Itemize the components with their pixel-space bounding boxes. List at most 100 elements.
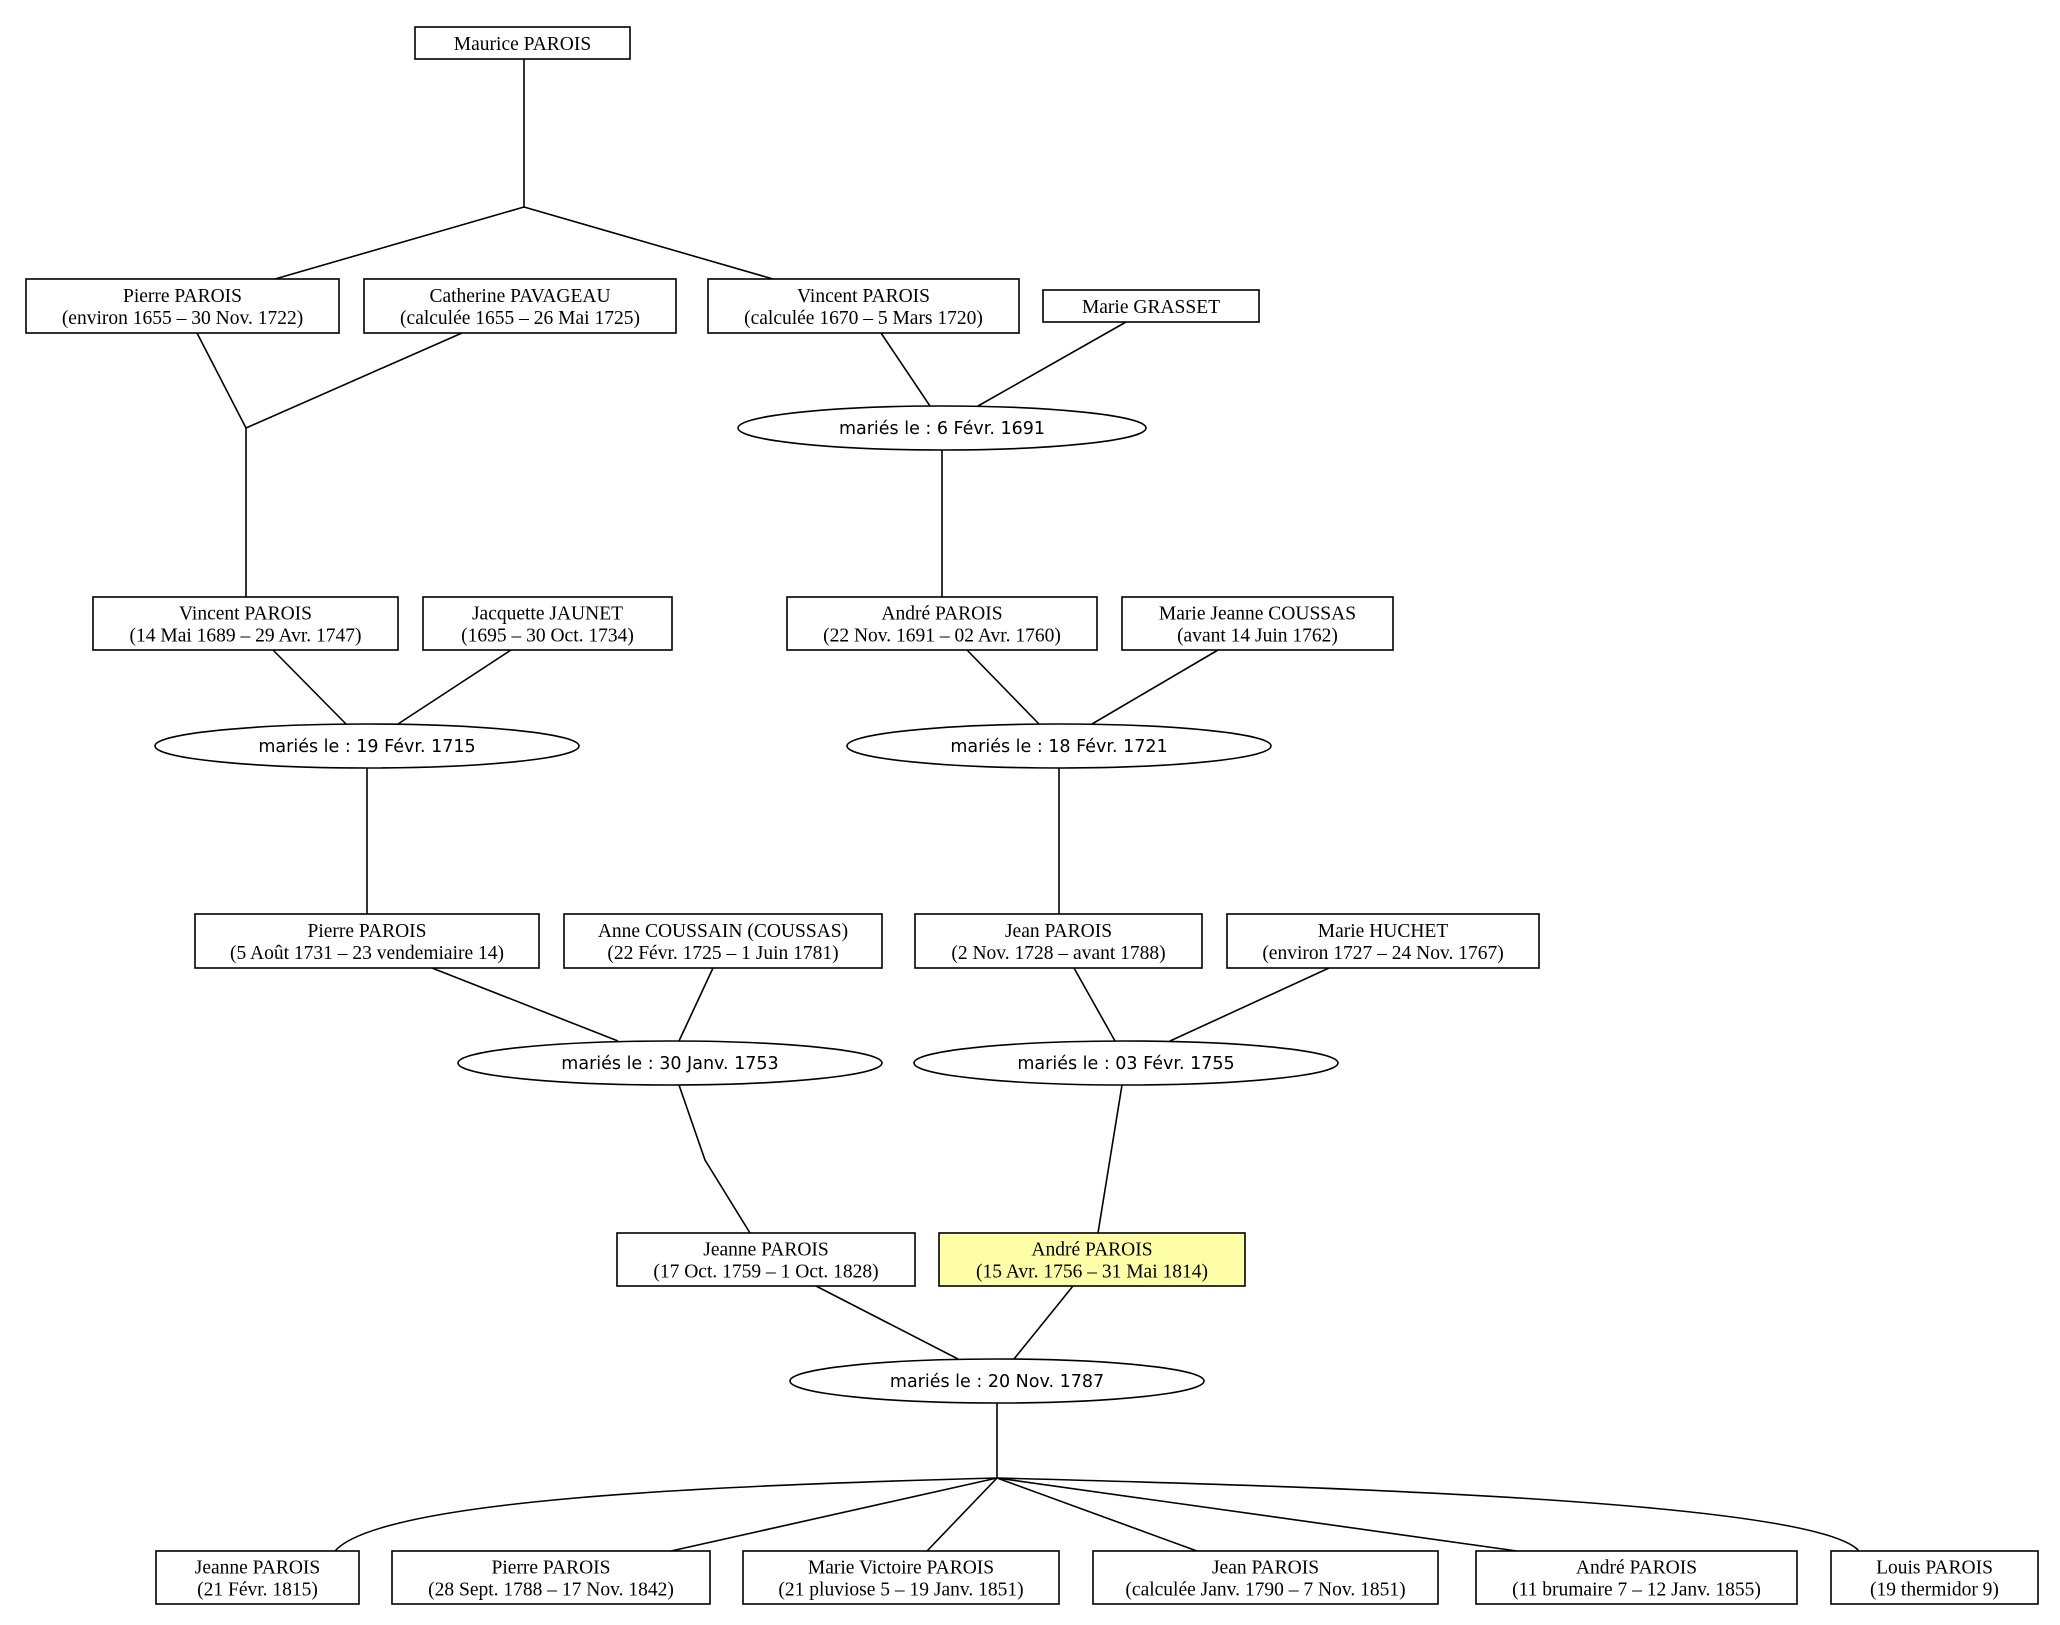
- person-dates: (2 Nov. 1728 – avant 1788): [951, 943, 1165, 964]
- person-name: Louis PAROIS: [1876, 1558, 1993, 1579]
- person-name: Marie Jeanne COUSSAS: [1159, 604, 1356, 625]
- connector-line: [1169, 967, 1330, 1042]
- person-box-jeanne2[interactable]: Jeanne PAROIS(21 Févr. 1815): [155, 1550, 360, 1605]
- marriage-node-m1691[interactable]: mariés le : 6 Févr. 1691: [737, 405, 1147, 451]
- connector-line: [1073, 967, 1116, 1042]
- person-name: André PAROIS: [1576, 1558, 1697, 1579]
- person-dates: (calculée Janv. 1790 – 7 Nov. 1851): [1125, 1580, 1405, 1601]
- person-name: Jean PAROIS: [1005, 921, 1112, 942]
- person-box-andre2[interactable]: André PAROIS(15 Avr. 1756 – 31 Mai 1814): [938, 1232, 1246, 1287]
- person-dates: (calculée 1655 – 26 Mai 1725): [400, 308, 640, 329]
- person-box-frame: [414, 26, 631, 60]
- person-dates: (environ 1727 – 24 Nov. 1767): [1262, 943, 1503, 964]
- person-dates: (21 Févr. 1815): [197, 1580, 318, 1601]
- person-name: Anne COUSSAIN (COUSSAS): [598, 921, 848, 942]
- person-dates: (avant 14 Juin 1762): [1177, 626, 1338, 647]
- person-box-huchet[interactable]: Marie HUCHET(environ 1727 – 24 Nov. 1767…: [1226, 913, 1540, 969]
- marriage-ellipse: [913, 1040, 1339, 1086]
- person-box-maurice[interactable]: Maurice PAROIS: [414, 26, 631, 60]
- person-box-frame: [25, 278, 340, 334]
- connector-line: [245, 332, 463, 429]
- person-box-andre3[interactable]: André PAROIS(11 brumaire 7 – 12 Janv. 18…: [1475, 1550, 1798, 1605]
- person-box-coussas[interactable]: Marie Jeanne COUSSAS(avant 14 Juin 1762): [1121, 596, 1394, 651]
- person-box-andre1[interactable]: André PAROIS(22 Nov. 1691 – 02 Avr. 1760…: [786, 596, 1098, 651]
- person-name: Maurice PAROIS: [454, 34, 591, 55]
- person-dates: (11 brumaire 7 – 12 Janv. 1855): [1512, 1580, 1761, 1601]
- person-box-catherine[interactable]: Catherine PAVAGEAU(calculée 1655 – 26 Ma…: [363, 278, 677, 334]
- connector-line: [926, 1477, 998, 1552]
- person-box-frame: [92, 596, 399, 651]
- person-dates: (21 pluviose 5 – 19 Janv. 1851): [778, 1580, 1023, 1601]
- person-box-frame: [563, 913, 883, 969]
- person-dates: (28 Sept. 1788 – 17 Nov. 1842): [428, 1580, 674, 1601]
- person-box-frame: [914, 913, 1203, 969]
- connector-line: [815, 1285, 959, 1360]
- person-box-pierre2[interactable]: Pierre PAROIS(5 Août 1731 – 23 vendemiai…: [194, 913, 540, 969]
- marriage-node-m1753[interactable]: mariés le : 30 Janv. 1753: [457, 1040, 883, 1086]
- connector-line: [334, 1477, 998, 1552]
- person-box-jean2[interactable]: Jean PAROIS(calculée Janv. 1790 – 7 Nov.…: [1092, 1550, 1439, 1605]
- marriage-node-m1715[interactable]: mariés le : 19 Févr. 1715: [154, 723, 580, 769]
- person-box-mvictoire[interactable]: Marie Victoire PAROIS(21 pluviose 5 – 19…: [742, 1550, 1060, 1605]
- marriage-ellipse: [737, 405, 1147, 451]
- connector-line: [880, 332, 931, 407]
- person-name: Marie Victoire PAROIS: [808, 1558, 994, 1579]
- marriage-node-m1755[interactable]: mariés le : 03 Févr. 1755: [913, 1040, 1339, 1086]
- person-name: Pierre PAROIS: [308, 921, 427, 942]
- connector-line: [977, 321, 1127, 407]
- person-box-grasset[interactable]: Marie GRASSET: [1042, 289, 1260, 323]
- person-box-frame: [194, 913, 540, 969]
- person-box-frame: [363, 278, 677, 334]
- person-box-jacquette[interactable]: Jacquette JAUNET(1695 – 30 Oct. 1734): [422, 596, 673, 651]
- marriage-node-m1721[interactable]: mariés le : 18 Févr. 1721: [846, 723, 1272, 769]
- marriage-label: mariés le : 6 Févr. 1691: [839, 419, 1045, 439]
- connector-line: [274, 206, 525, 280]
- person-box-frame: [1092, 1550, 1439, 1605]
- person-name: Vincent PAROIS: [179, 604, 312, 625]
- connector-line: [966, 649, 1040, 725]
- person-box-frame: [616, 1232, 916, 1287]
- person-dates: (22 Nov. 1691 – 02 Avr. 1760): [823, 626, 1061, 647]
- connector-line: [1097, 1084, 1123, 1234]
- person-box-jean1[interactable]: Jean PAROIS(2 Nov. 1728 – avant 1788): [914, 913, 1203, 969]
- connector-line: [196, 332, 247, 429]
- marriage-ellipse: [789, 1358, 1205, 1404]
- person-name: Jeanne PAROIS: [703, 1240, 829, 1261]
- person-dates: (calculée 1670 – 5 Mars 1720): [744, 308, 983, 329]
- connector-line: [431, 967, 619, 1042]
- connector-line: [996, 1477, 1518, 1552]
- person-name: André PAROIS: [1031, 1240, 1152, 1261]
- connector-line: [996, 1477, 1198, 1552]
- person-dates: (15 Avr. 1756 – 31 Mai 1814): [976, 1262, 1208, 1283]
- marriage-ellipse: [846, 723, 1272, 769]
- person-box-frame: [391, 1550, 711, 1605]
- connector-line: [996, 1477, 1860, 1552]
- person-dates: (22 Févr. 1725 – 1 Juin 1781): [607, 943, 838, 964]
- person-box-frame: [1226, 913, 1540, 969]
- person-box-vincent1[interactable]: Vincent PAROIS(calculée 1670 – 5 Mars 17…: [707, 278, 1020, 334]
- person-box-pierre3[interactable]: Pierre PAROIS(28 Sept. 1788 – 17 Nov. 18…: [391, 1550, 711, 1605]
- person-box-anne[interactable]: Anne COUSSAIN (COUSSAS)(22 Févr. 1725 – …: [563, 913, 883, 969]
- person-box-louis[interactable]: Louis PAROIS(19 thermidor 9): [1830, 1550, 2039, 1605]
- person-dates: (5 Août 1731 – 23 vendemiaire 14): [230, 943, 504, 964]
- connector-line: [272, 649, 347, 725]
- person-name: Marie GRASSET: [1082, 297, 1220, 318]
- person-box-frame: [742, 1550, 1060, 1605]
- person-box-jeanne1[interactable]: Jeanne PAROIS(17 Oct. 1759 – 1 Oct. 1828…: [616, 1232, 916, 1287]
- marriage-node-m1787[interactable]: mariés le : 20 Nov. 1787: [789, 1358, 1205, 1404]
- person-box-frame: [1830, 1550, 2039, 1605]
- person-name: Marie HUCHET: [1318, 921, 1449, 942]
- marriage-ellipse: [154, 723, 580, 769]
- person-name: Pierre PAROIS: [123, 286, 242, 307]
- person-box-vincent2[interactable]: Vincent PAROIS(14 Mai 1689 – 29 Avr. 174…: [92, 596, 399, 651]
- person-box-frame: [1121, 596, 1394, 651]
- person-box-frame: [155, 1550, 360, 1605]
- person-dates: (17 Oct. 1759 – 1 Oct. 1828): [653, 1262, 878, 1283]
- person-name: Jacquette JAUNET: [472, 604, 623, 625]
- connector-line: [523, 206, 774, 280]
- person-box-pierre1[interactable]: Pierre PAROIS(environ 1655 – 30 Nov. 172…: [25, 278, 340, 334]
- connector-line: [670, 1477, 998, 1552]
- connector-line: [1091, 649, 1219, 725]
- person-name: Pierre PAROIS: [492, 1558, 611, 1579]
